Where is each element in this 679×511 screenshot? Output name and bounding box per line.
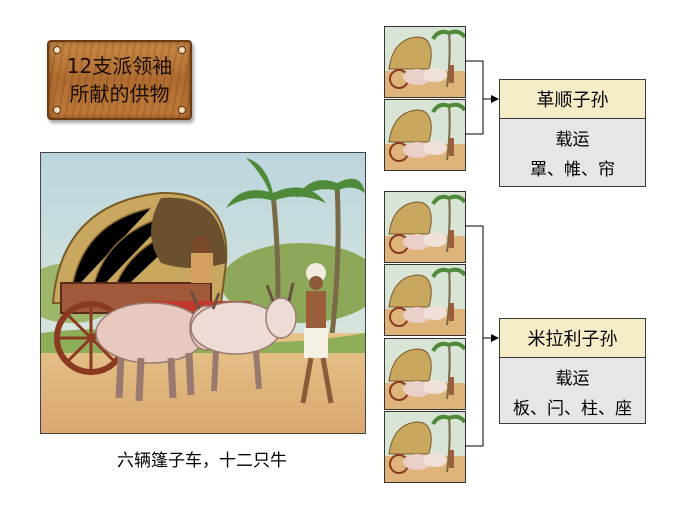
title-sign: 12支派领袖 所献的供物 [47, 40, 192, 120]
ox-cart-icon [385, 412, 465, 482]
bracket-line [465, 225, 484, 447]
ox-cart-icon [385, 265, 465, 335]
cargo-label: 载运 [555, 130, 590, 150]
ox-cart-icon [385, 100, 465, 170]
ox-cart-illustration [40, 152, 366, 434]
ox-cart-image [41, 153, 365, 433]
ox-cart-icon [385, 339, 465, 409]
ox-cart-thumbnail [384, 191, 466, 263]
ox-cart-icon [385, 192, 465, 262]
sign-line-2: 所献的供物 [69, 82, 170, 106]
ox-cart-thumbnail [384, 26, 466, 98]
family-box-gershon: 革顺子孙 载运 罩、帷、帘 [499, 79, 646, 187]
sign-line-1: 12支派领袖 [66, 54, 173, 78]
ox-cart-icon [385, 27, 465, 97]
ox-cart-thumbnail [384, 264, 466, 336]
nail-icon [178, 46, 186, 54]
family-name: 米拉利子孙 [500, 319, 645, 358]
sign-text: 12支派领袖 所献的供物 [67, 52, 172, 108]
cargo-items: 板、闩、柱、座 [513, 399, 632, 419]
family-name: 革顺子孙 [500, 80, 645, 119]
family-box-merari: 米拉利子孙 载运 板、闩、柱、座 [499, 318, 646, 424]
main-caption: 六辆篷子车，十二只牛 [117, 451, 287, 471]
nail-icon [53, 46, 61, 54]
nail-icon [53, 106, 61, 114]
ox-cart-thumbnail [384, 338, 466, 410]
ox-cart-thumbnail [384, 99, 466, 171]
nail-icon [178, 106, 186, 114]
family-cargo: 载运 板、闩、柱、座 [500, 358, 645, 424]
ox-cart-thumbnail [384, 411, 466, 483]
bracket-line [465, 60, 484, 135]
cargo-label: 载运 [555, 369, 590, 389]
family-cargo: 载运 罩、帷、帘 [500, 119, 645, 185]
cargo-items: 罩、帷、帘 [530, 160, 615, 180]
